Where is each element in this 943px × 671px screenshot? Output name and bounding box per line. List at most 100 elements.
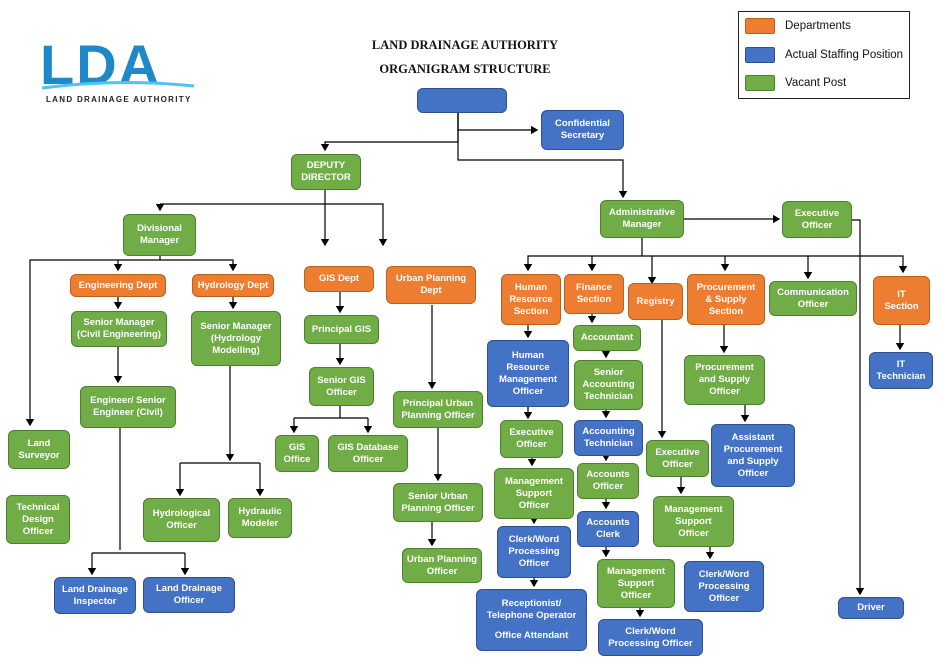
node-principal-gis: Principal GIS bbox=[304, 315, 379, 344]
node-label-line: Officer bbox=[516, 439, 547, 450]
node-label-line: Section bbox=[708, 305, 744, 317]
node-label-line: Divisional bbox=[137, 223, 182, 234]
chart-title-line2: ORGANIGRAM STRUCTURE bbox=[379, 62, 551, 76]
node-label-line: (Hydrology bbox=[210, 332, 262, 344]
node-label-line: Processing bbox=[698, 580, 750, 592]
node-label-line: Land Drainage bbox=[62, 583, 128, 595]
node-label-line: Executive bbox=[509, 427, 554, 438]
node-label-line: Officer bbox=[22, 525, 54, 537]
node-label-line: Executive bbox=[794, 207, 840, 219]
node-label-line: Driver bbox=[857, 602, 885, 613]
node-label-line: Secretary bbox=[560, 130, 605, 141]
node-label-line: IT bbox=[896, 358, 906, 370]
node-label-line: Officer bbox=[797, 298, 829, 310]
node-label-line: Accountant bbox=[580, 332, 634, 343]
node-label-line: Support bbox=[515, 487, 553, 499]
node-label-line: Officer bbox=[592, 481, 624, 492]
node-label-line: Resource bbox=[509, 293, 553, 305]
node-label-line: Officer bbox=[518, 558, 550, 569]
node-label-line: Senior Manager bbox=[200, 320, 272, 332]
node-label-line: Telephone Operator bbox=[486, 610, 577, 621]
legend-swatch-actual-staffing bbox=[745, 47, 775, 63]
node-label-line: Communication bbox=[777, 286, 849, 298]
node-label-line: Senior GIS bbox=[317, 374, 366, 386]
node-label-line: Accounting bbox=[582, 379, 635, 390]
node-label-line: Office bbox=[283, 453, 311, 465]
node-accountant: Accountant bbox=[573, 325, 641, 351]
node-label-line: Technical bbox=[16, 501, 60, 513]
legend-label: Vacant Post bbox=[785, 77, 847, 89]
node-label-line: GIS bbox=[288, 441, 306, 453]
node-label-line: Management bbox=[664, 503, 723, 515]
node-label-line: (Civil Engineering) bbox=[77, 329, 161, 340]
node-label-line: Technician bbox=[584, 391, 633, 402]
node-label-line: Clerk bbox=[596, 529, 620, 540]
legend-swatch-vacant-post bbox=[745, 75, 775, 91]
node-gis-dept: GIS Dept bbox=[304, 266, 374, 292]
node-label-line: Officer bbox=[708, 592, 740, 604]
node-engineering-dept: Engineering Dept bbox=[70, 274, 166, 297]
node-label-line: Processing Officer bbox=[608, 637, 693, 649]
node-label-line: and Supply bbox=[698, 374, 751, 385]
node-label-line: Land bbox=[27, 437, 51, 449]
node-label-line: Technician bbox=[876, 370, 926, 382]
node-label-line: Design bbox=[22, 513, 54, 525]
node-label-line: Officer bbox=[709, 386, 740, 397]
node-label-line: Executive bbox=[655, 446, 700, 458]
node-label-line: DIRECTOR bbox=[301, 172, 351, 183]
node-label-line: Principal Urban bbox=[402, 397, 474, 409]
node-label-line: Processing bbox=[508, 546, 560, 557]
node-label-line: Confidential bbox=[555, 118, 610, 129]
logo-subtitle: LAND DRAINAGE AUTHORITY bbox=[46, 95, 192, 104]
node-label-line: Clerk/Word bbox=[698, 568, 750, 580]
node-label-line: Clerk/Word bbox=[508, 534, 560, 545]
node-label-line: Modeler bbox=[241, 518, 279, 529]
node-label-line: Inspector bbox=[73, 595, 117, 607]
node-label-line: Officer bbox=[801, 219, 833, 231]
node-registry: Registry bbox=[628, 283, 683, 320]
node-label-line: Technician bbox=[584, 438, 633, 449]
node-label-line: Management bbox=[498, 373, 558, 385]
node-label-line: Hydrology Dept bbox=[197, 279, 269, 291]
node-label-line: Hydraulic bbox=[238, 506, 282, 517]
legend-item-departments: Departments bbox=[745, 18, 851, 34]
legend-item-vacant-post: Vacant Post bbox=[745, 75, 847, 91]
node-label-line: Management bbox=[504, 475, 564, 487]
node-label-line: Finance bbox=[576, 282, 612, 293]
node-label-line: and Supply bbox=[727, 455, 779, 467]
node-label-line: Planning Officer bbox=[401, 502, 475, 514]
node-label-line: & Supply bbox=[705, 293, 747, 305]
node-label-line: GIS Database bbox=[337, 441, 399, 453]
node-label-line: Senior Manager bbox=[83, 317, 155, 328]
node-label-line: Accounting bbox=[582, 426, 635, 437]
legend-item-actual-staffing: Actual Staffing Position bbox=[745, 47, 904, 63]
node-label-line: Engineer/ Senior bbox=[90, 395, 166, 406]
legend-label: Actual Staffing Position bbox=[785, 49, 904, 61]
node-label-line: Officer bbox=[512, 385, 544, 397]
node-label-line: Officer bbox=[173, 595, 205, 606]
